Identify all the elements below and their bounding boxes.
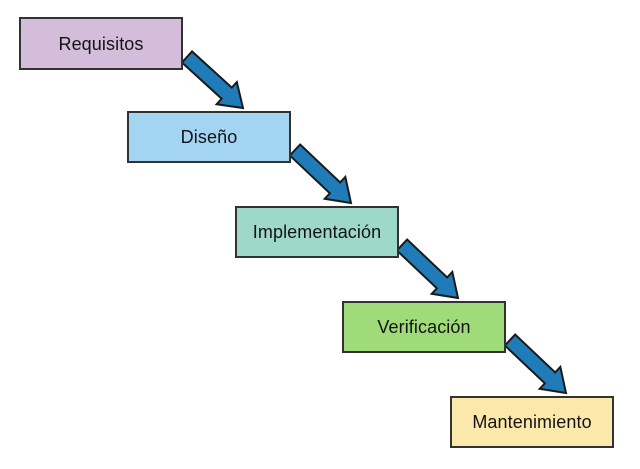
arrow-diseno-to-implementacion [288,143,353,205]
arrow-implementacion-to-verificacion [395,238,460,300]
stage-box-verificacion[interactable]: Verificación [342,301,506,353]
stage-label-diseno: Diseño [180,127,238,147]
arrow-requisitos-to-diseno [180,50,245,110]
stage-box-diseno[interactable]: Diseño [127,111,291,163]
stage-box-requisitos[interactable]: Requisitos [19,17,183,70]
arrow-verificacion-to-mantenimiento [503,333,568,395]
stage-box-mantenimiento[interactable]: Mantenimiento [450,396,614,448]
stage-label-implementacion: Implementación [252,222,382,242]
stage-label-requisitos: Requisitos [58,33,144,54]
stage-label-mantenimiento: Mantenimiento [472,412,592,432]
stage-box-implementacion[interactable]: Implementación [235,206,399,258]
stage-label-verificacion: Verificación [377,317,471,337]
